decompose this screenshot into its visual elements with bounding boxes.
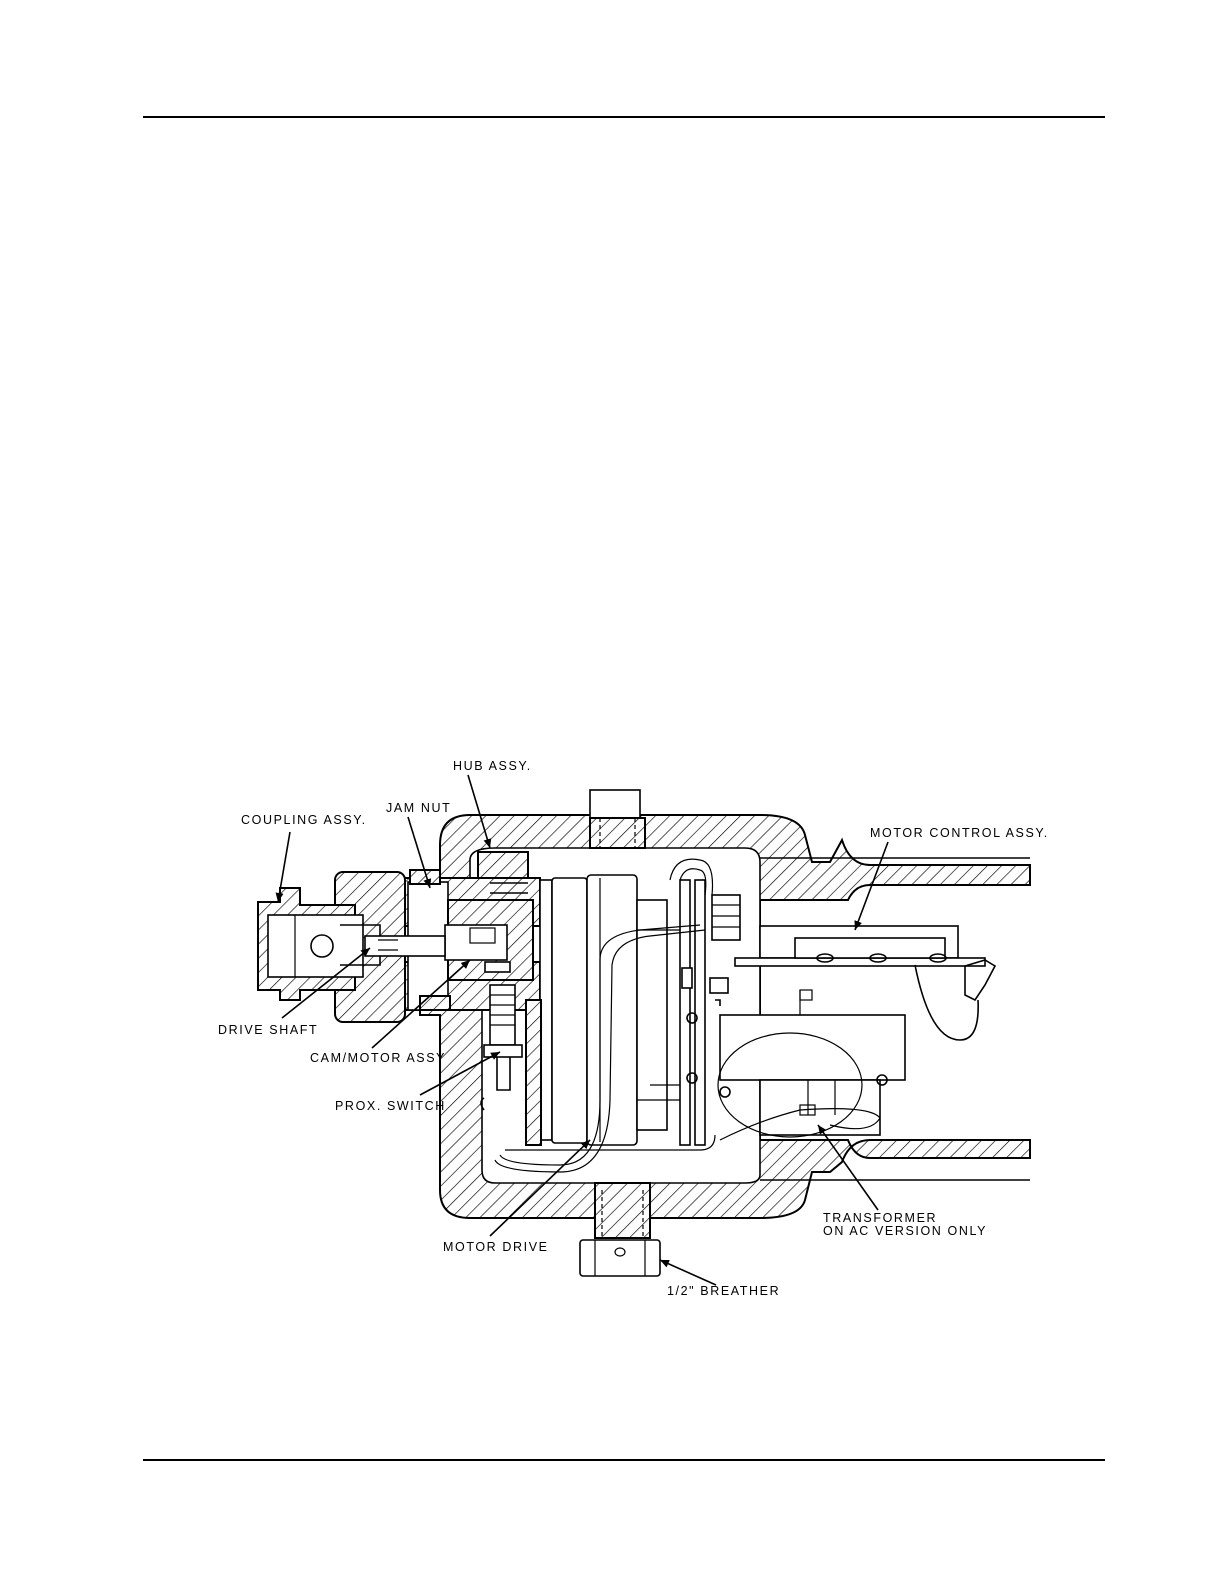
label-jam-nut: JAM NUT xyxy=(386,801,451,815)
label-motor-drive: MOTOR DRIVE xyxy=(443,1240,549,1254)
label-drive-shaft: DRIVE SHAFT xyxy=(218,1023,318,1037)
label-hub-assy: HUB ASSY. xyxy=(453,759,532,773)
label-transformer: TRANSFORMER xyxy=(823,1211,937,1225)
label-cam-motor-assy: CAM/MOTOR ASSY xyxy=(310,1051,446,1065)
label-prox-switch: PROX. SWITCH xyxy=(335,1099,446,1113)
motor-drive xyxy=(526,875,690,1145)
label-motor-control-assy: MOTOR CONTROL ASSY. xyxy=(870,826,1049,840)
label-ac-version-only: ON AC VERSION ONLY xyxy=(823,1224,987,1238)
top-plug xyxy=(590,790,645,848)
label-breather: 1/2" BREATHER xyxy=(667,1284,780,1298)
label-coupling-assy: COUPLING ASSY. xyxy=(241,813,367,827)
